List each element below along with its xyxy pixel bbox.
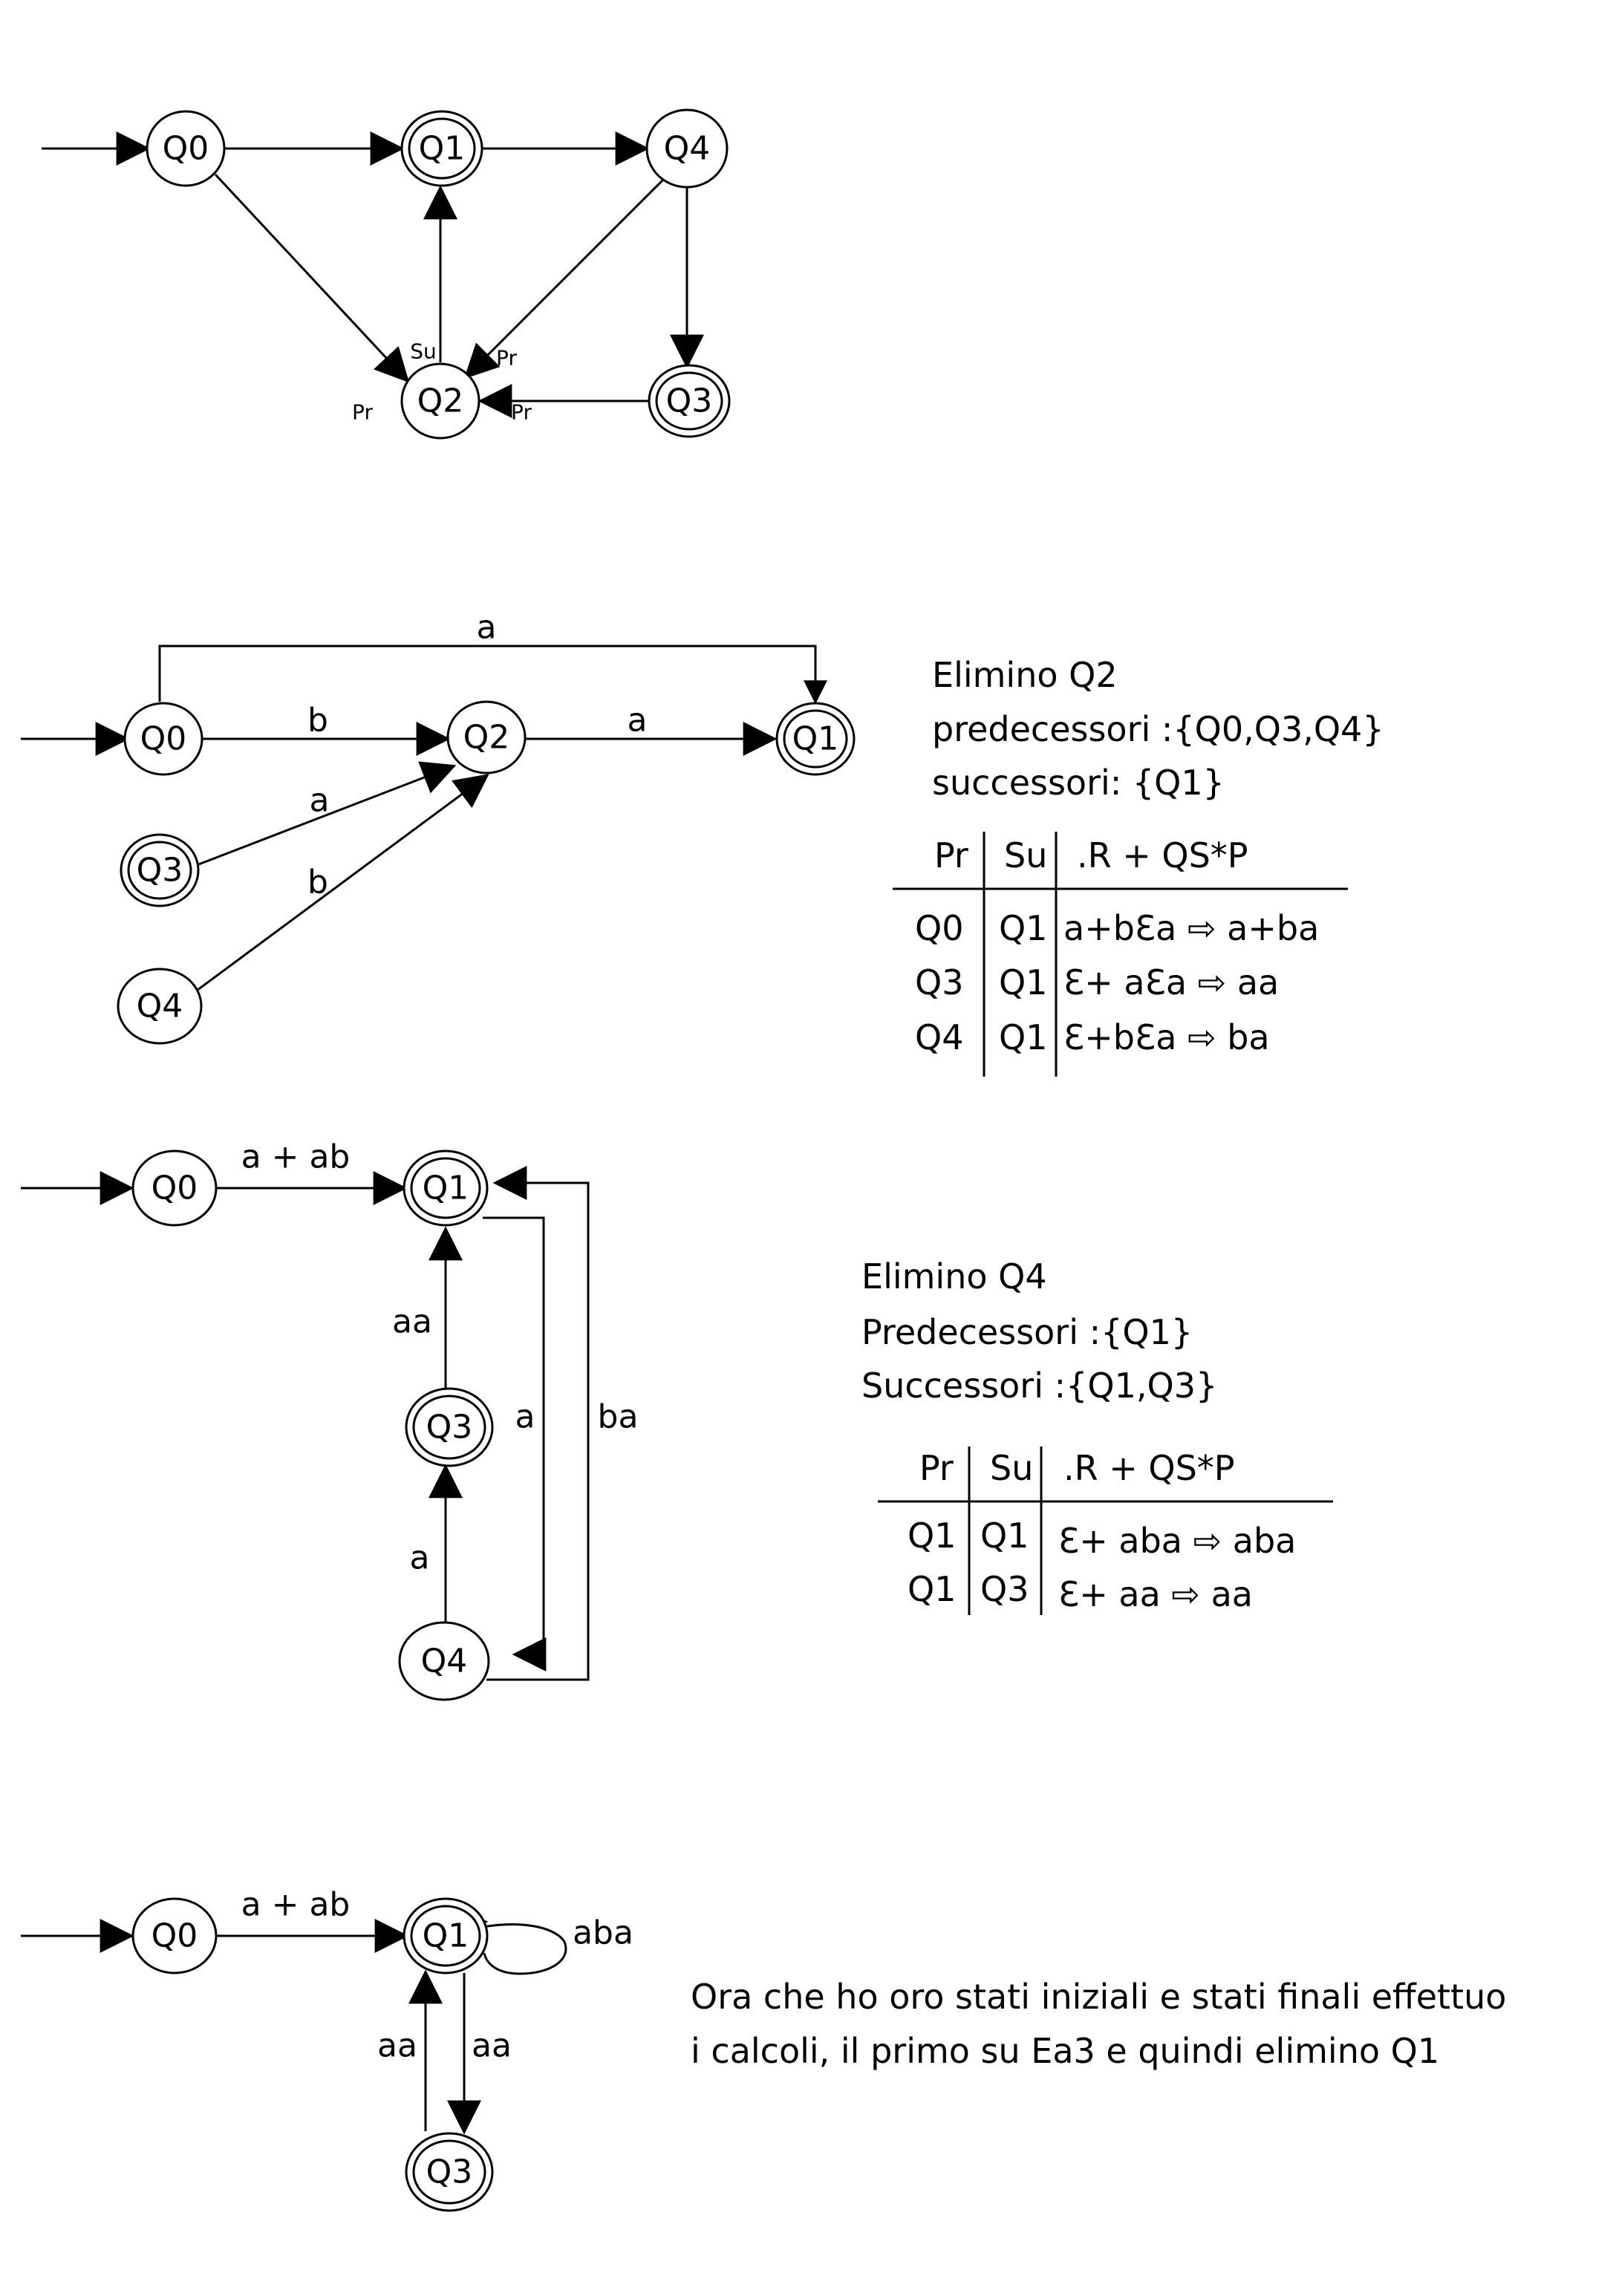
edge-label-q3-q2: a: [310, 782, 330, 820]
note-title: Elimino Q2: [932, 655, 1118, 695]
diagram-2: Q0 Q2 Q1 Q3 Q4 a b a a b: [21, 609, 856, 1045]
note-final-line-1: Ora che ho oro stati iniziali e stati fi…: [691, 1977, 1506, 2017]
table-cell: Q1: [908, 1569, 956, 1609]
note-predecessors: predecessori :{Q0,Q3,Q4}: [932, 709, 1384, 749]
table-cell: Ɛ+bƐa ⇨ ba: [1063, 1017, 1270, 1057]
node-label: Q3: [137, 852, 183, 890]
table-header-formula: .R + QS*P: [1077, 835, 1248, 875]
d4-node-q3: Q3: [405, 2132, 494, 2212]
edge-label-q0-q1: a + ab: [241, 1138, 351, 1176]
table-cell: Q1: [999, 908, 1047, 948]
diagram-3: Q0 Q1 Q3 Q4 a + ab aa a a ba: [21, 1138, 639, 1701]
edge-q3-q2-a: [196, 761, 457, 867]
edge-label-q0-q2: b: [307, 702, 328, 740]
note-final-line-2: i calcoli, il primo su Ea3 e quindi elim…: [691, 2031, 1439, 2071]
edge-q1-q4-a: [483, 1216, 547, 1672]
edge-q0-q1-a: [158, 645, 827, 705]
table-cell: Q0: [915, 908, 963, 948]
node-label: Q4: [421, 1643, 468, 1680]
d2-node-q1: Q1: [775, 702, 856, 776]
node-label: Q0: [140, 720, 187, 758]
d1-node-q0: Q0: [146, 110, 226, 187]
edge-q1-self-loop: [482, 1923, 567, 1975]
edge-q4-q2-b: [185, 774, 489, 1000]
node-label: Q1: [792, 720, 839, 758]
node-label: Q0: [163, 130, 209, 168]
edge-q4-q2: [463, 177, 666, 379]
note-elim-q2: Elimino Q2 predecessori :{Q0,Q3,Q4} succ…: [893, 655, 1384, 1077]
note-successors: successori: {Q1}: [932, 763, 1225, 803]
d2-node-q0: Q0: [123, 702, 203, 776]
node-label: Q1: [423, 1170, 469, 1207]
node-label: Q1: [419, 130, 466, 168]
tag-pr-q3: Pr: [511, 400, 532, 425]
table-header-formula: .R + QS*P: [1063, 1448, 1235, 1488]
node-label: Q2: [463, 719, 510, 757]
edge-label-q1-q4: a: [515, 1398, 535, 1436]
edge-label-q0-q1: a + ab: [241, 1886, 351, 1924]
d2-node-q4: Q4: [117, 968, 203, 1045]
node-label: Q0: [152, 1170, 198, 1207]
table-elim-q4: Pr Su .R + QS*P Q1 Q1 Ɛ+ aba ⇨ aba Q1 Q3…: [878, 1447, 1333, 1615]
d2-node-q3: Q3: [120, 833, 200, 907]
table-cell: Q3: [915, 962, 963, 1002]
d1-node-q4: Q4: [645, 108, 729, 189]
note-title: Elimino Q4: [861, 1256, 1047, 1297]
tag-pr-q0: Pr: [352, 400, 373, 425]
edge-label-q2-q1: a: [628, 702, 648, 740]
node-label: Q3: [426, 2153, 473, 2191]
d1-node-q3: Q3: [648, 364, 731, 438]
table-header-su: Su: [1004, 835, 1047, 875]
d1-node-q2: Q2: [400, 362, 480, 440]
edge-label-q1-q3: aa: [472, 2027, 512, 2065]
node-label: Q4: [137, 988, 183, 1025]
node-label: Q1: [423, 1917, 469, 1955]
d2-node-q2: Q2: [446, 700, 527, 774]
note-predecessors: Predecessori :{Q1}: [861, 1312, 1193, 1352]
note-elim-q4: Elimino Q4 Predecessori :{Q1} Successori…: [861, 1256, 1333, 1615]
edge-label-q0-q1: a: [477, 609, 497, 647]
edge-q0-q2: [214, 173, 410, 383]
note-successors: Successori :{Q1,Q3}: [861, 1366, 1217, 1406]
edge-label-q4-q2: b: [307, 864, 328, 901]
edge-q4-q1-ba: [486, 1166, 590, 1681]
tag-pr-q4: Pr: [496, 346, 517, 371]
table-cell: Ɛ+ aba ⇨ aba: [1058, 1521, 1296, 1561]
table-header-su: Su: [990, 1448, 1033, 1488]
d1-node-q1: Q1: [400, 110, 483, 187]
d3-node-q3: Q3: [405, 1387, 494, 1467]
tag-su: Su: [410, 339, 437, 364]
edge-label-q3-q1: aa: [377, 2027, 417, 2065]
table-cell: Ɛ+ aƐa ⇨ aa: [1063, 962, 1279, 1002]
note-final: Ora che ho oro stati iniziali e stati fi…: [691, 1977, 1506, 2071]
d4-node-q0: Q0: [131, 1897, 218, 1974]
d3-node-q1: Q1: [403, 1149, 489, 1227]
table-cell: Ɛ+ aa ⇨ aa: [1058, 1574, 1253, 1614]
node-label: Q3: [666, 382, 713, 420]
edge-label-q3-q1: aa: [392, 1303, 432, 1341]
table-cell: Q4: [915, 1017, 963, 1057]
d3-node-q4: Q4: [398, 1621, 490, 1701]
d3-node-q0: Q0: [131, 1149, 218, 1227]
table-cell: Q3: [980, 1569, 1029, 1609]
table-cell: Q1: [980, 1516, 1029, 1556]
d4-node-q1: Q1: [403, 1897, 489, 1974]
node-label: Q0: [152, 1917, 198, 1955]
diagram-4: Q0 Q1 Q3 a + ab aba aa aa: [21, 1886, 633, 2212]
diagram-1: Q0 Q1 Q4 Q2 Q3 Su Pr Pr Pr: [42, 108, 731, 440]
edge-label-q4-q3: a: [410, 1539, 430, 1577]
table-cell: Q1: [999, 962, 1047, 1002]
node-label: Q2: [417, 382, 464, 420]
table-cell: a+bƐa ⇨ a+ba: [1063, 908, 1319, 948]
node-label: Q4: [664, 130, 711, 168]
table-cell: Q1: [999, 1017, 1047, 1057]
table-cell: Q1: [908, 1516, 956, 1556]
edge-label-q4-q1: ba: [598, 1398, 639, 1436]
table-header-pr: Pr: [919, 1448, 954, 1488]
edge-label-self-loop: aba: [573, 1914, 633, 1952]
table-header-pr: Pr: [934, 835, 968, 875]
node-label: Q3: [426, 1409, 473, 1447]
table-elim-q2: Pr Su .R + QS*P Q0 Q1 a+bƐa ⇨ a+ba Q3 Q1…: [893, 832, 1348, 1077]
